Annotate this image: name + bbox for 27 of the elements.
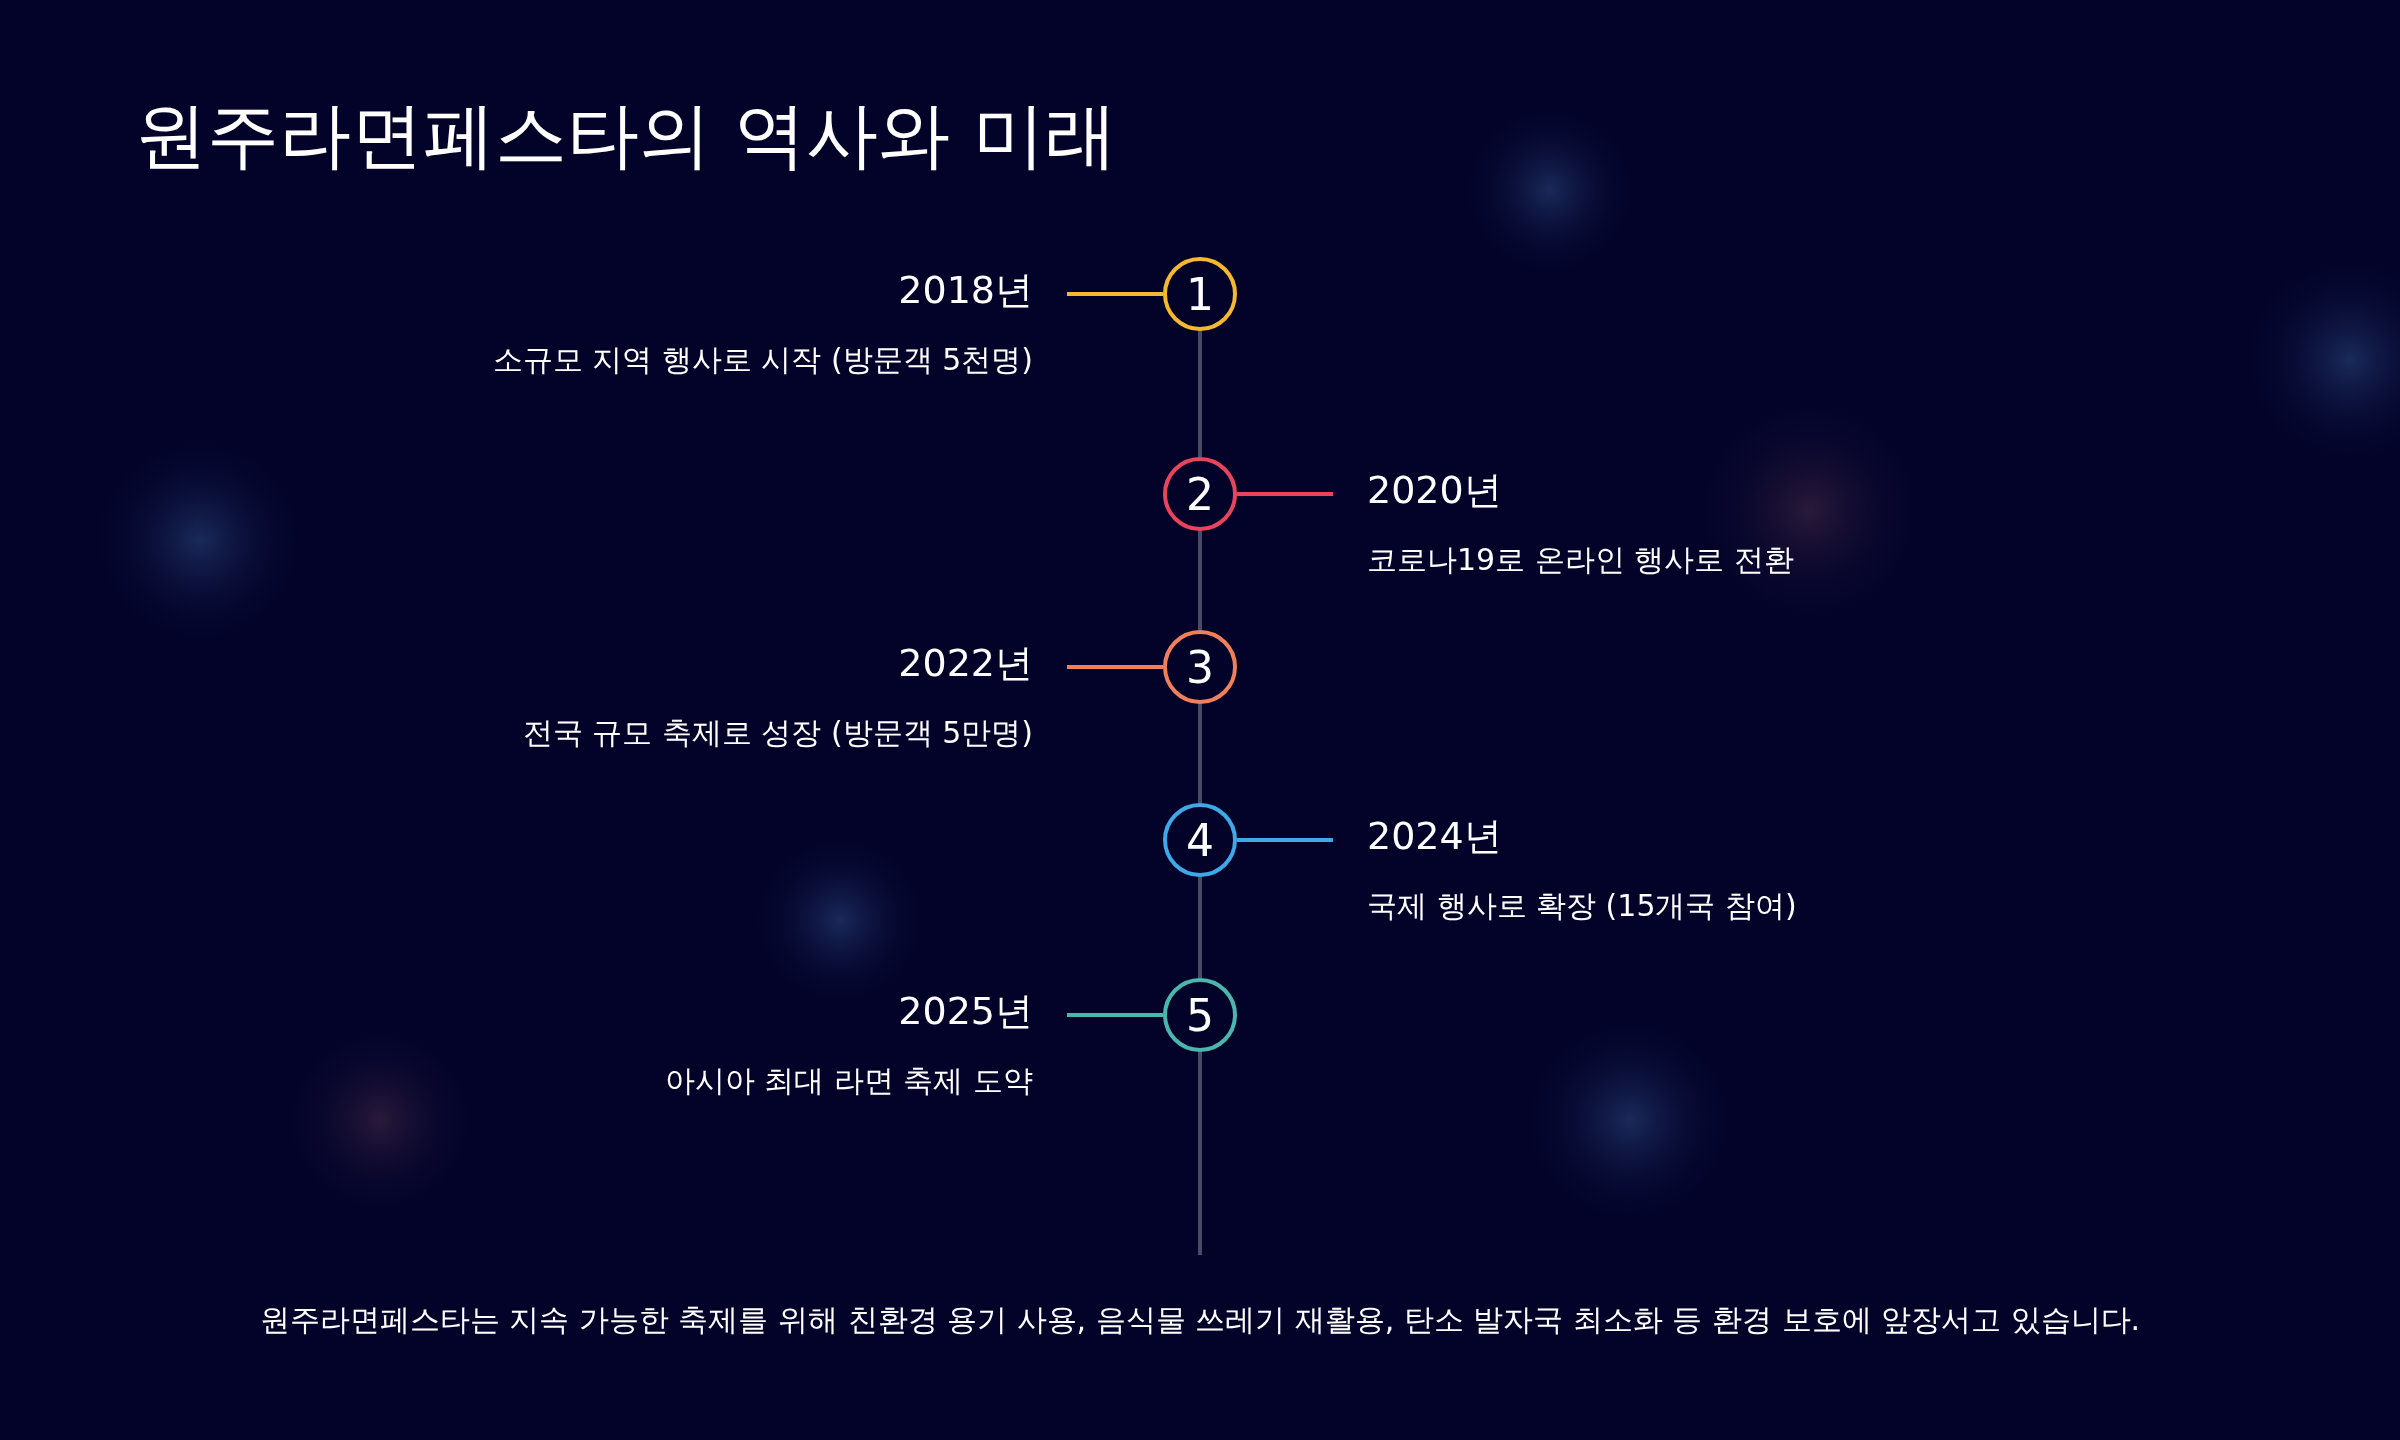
connector-line bbox=[1237, 492, 1333, 496]
connector-line bbox=[1067, 1013, 1163, 1017]
timeline-line bbox=[1198, 331, 1202, 457]
timeline-line bbox=[1198, 877, 1202, 978]
step-circle: 2 bbox=[1163, 457, 1237, 531]
year-label: 2020년 bbox=[1367, 467, 1502, 514]
step-circle: 5 bbox=[1163, 978, 1237, 1052]
year-label: 2025년 bbox=[898, 988, 1033, 1035]
timeline-line bbox=[1198, 531, 1202, 630]
step-circle: 3 bbox=[1163, 630, 1237, 704]
timeline-line bbox=[1198, 704, 1202, 803]
year-label: 2018년 bbox=[898, 267, 1033, 314]
connector-line bbox=[1237, 838, 1333, 842]
event-description: 코로나19로 온라인 행사로 전환 bbox=[1367, 541, 1794, 579]
step-circle: 1 bbox=[1163, 257, 1237, 331]
caption: 원주라면페스타는 지속 가능한 축제를 위해 친환경 용기 사용, 음식물 쓰레기 재활용, 탄소 발자국 최소화 등 환경 보호에 앞장서고 있습니다. bbox=[258, 1301, 2142, 1339]
connector-line bbox=[1067, 292, 1163, 296]
year-label: 2024년 bbox=[1367, 813, 1502, 860]
step-circle: 4 bbox=[1163, 803, 1237, 877]
connector-line bbox=[1067, 665, 1163, 669]
event-description: 전국 규모 축제로 성장 (방문객 5만명) bbox=[522, 714, 1033, 752]
title: 원주라면페스타의 역사와 미래 bbox=[135, 92, 1117, 179]
year-label: 2022년 bbox=[898, 640, 1033, 687]
event-description: 국제 행사로 확장 (15개국 참여) bbox=[1367, 887, 1797, 925]
timeline-line bbox=[1198, 1052, 1202, 1255]
event-description: 아시아 최대 라면 축제 도약 bbox=[664, 1062, 1033, 1100]
event-description: 소규모 지역 행사로 시작 (방문객 5천명) bbox=[492, 341, 1033, 379]
